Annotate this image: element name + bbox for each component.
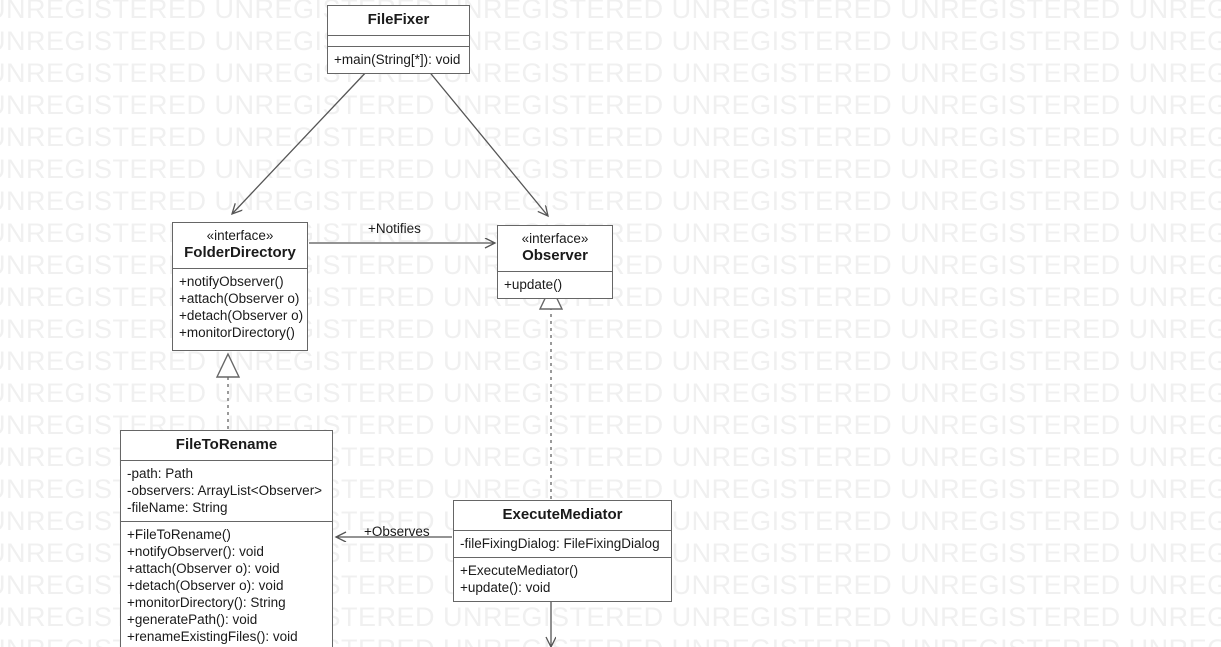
edge-filefixer-to-observer — [426, 68, 548, 216]
method-line: +notifyObserver(): void — [127, 544, 264, 559]
class-title-filefixer: FileFixer — [367, 11, 430, 28]
methods-compartment-executemediator: +ExecuteMediator() +update(): void — [454, 557, 671, 601]
class-title-folderdirectory: «interface» FolderDirectory — [173, 223, 307, 268]
edge-filefixer-to-folderdirectory — [232, 68, 370, 214]
class-stereotype-observer: «interface» — [521, 231, 589, 246]
class-stereotype-folderdirectory: «interface» — [206, 228, 274, 243]
class-box-filetorename[interactable]: FileToRename -path: Path -observers: Arr… — [120, 430, 333, 647]
attribute-line: -fileName: String — [127, 500, 228, 515]
method-line: +renameExistingFiles(): void — [127, 629, 298, 644]
method-line: +main(String[*]): void — [334, 52, 461, 67]
method-line: +detach(Observer o): void — [127, 578, 284, 593]
edge-realization-executemediator-observer — [538, 284, 564, 499]
attribute-line: -fileFixingDialog: FileFixingDialog — [460, 536, 660, 551]
method-line: +notifyObserver() — [179, 274, 284, 289]
class-title-filetorename: FileToRename — [175, 436, 278, 453]
methods-compartment-filefixer: +main(String[*]): void — [328, 46, 469, 73]
method-line: +detach(Observer o) — [179, 308, 304, 323]
edge-realization-filetorename-folderdirectory — [215, 352, 241, 429]
attributes-compartment-executemediator: -fileFixingDialog: FileFixingDialog — [454, 530, 671, 557]
edge-label-notifies: +Notifies — [368, 221, 421, 236]
methods-compartment-filetorename: +FileToRename() +notifyObserver(): void … — [121, 521, 332, 647]
class-box-observer[interactable]: «interface» Observer +update() — [497, 225, 613, 299]
class-name-observer: Observer — [522, 247, 588, 264]
class-box-executemediator[interactable]: ExecuteMediator -fileFixingDialog: FileF… — [453, 500, 672, 602]
method-line: +update(): void — [460, 580, 551, 595]
method-line: +attach(Observer o): void — [127, 561, 280, 576]
method-line: +attach(Observer o) — [179, 291, 300, 306]
method-line: +monitorDirectory() — [179, 325, 295, 340]
methods-compartment-folderdirectory: +notifyObserver() +attach(Observer o) +d… — [173, 268, 307, 350]
class-box-folderdirectory[interactable]: «interface» FolderDirectory +notifyObser… — [172, 222, 308, 351]
attribute-line: -path: Path — [127, 466, 194, 481]
methods-compartment-observer: +update() — [498, 271, 612, 298]
class-title-executemediator: ExecuteMediator — [502, 506, 623, 523]
method-line: +FileToRename() — [127, 527, 231, 542]
method-line: +update() — [504, 277, 563, 292]
method-line: +ExecuteMediator() — [460, 563, 579, 578]
edge-label-observes: +Observes — [364, 524, 430, 539]
method-line: +monitorDirectory(): String — [127, 595, 286, 610]
class-name-folderdirectory: FolderDirectory — [184, 244, 296, 261]
class-title-observer: «interface» Observer — [498, 226, 612, 271]
class-box-filefixer[interactable]: FileFixer +main(String[*]): void — [327, 5, 470, 74]
attribute-line: -observers: ArrayList<Observer> — [127, 483, 323, 498]
method-line: +generatePath(): void — [127, 612, 258, 627]
attributes-compartment-filetorename: -path: Path -observers: ArrayList<Observ… — [121, 460, 332, 521]
attributes-compartment-filefixer — [328, 35, 469, 46]
